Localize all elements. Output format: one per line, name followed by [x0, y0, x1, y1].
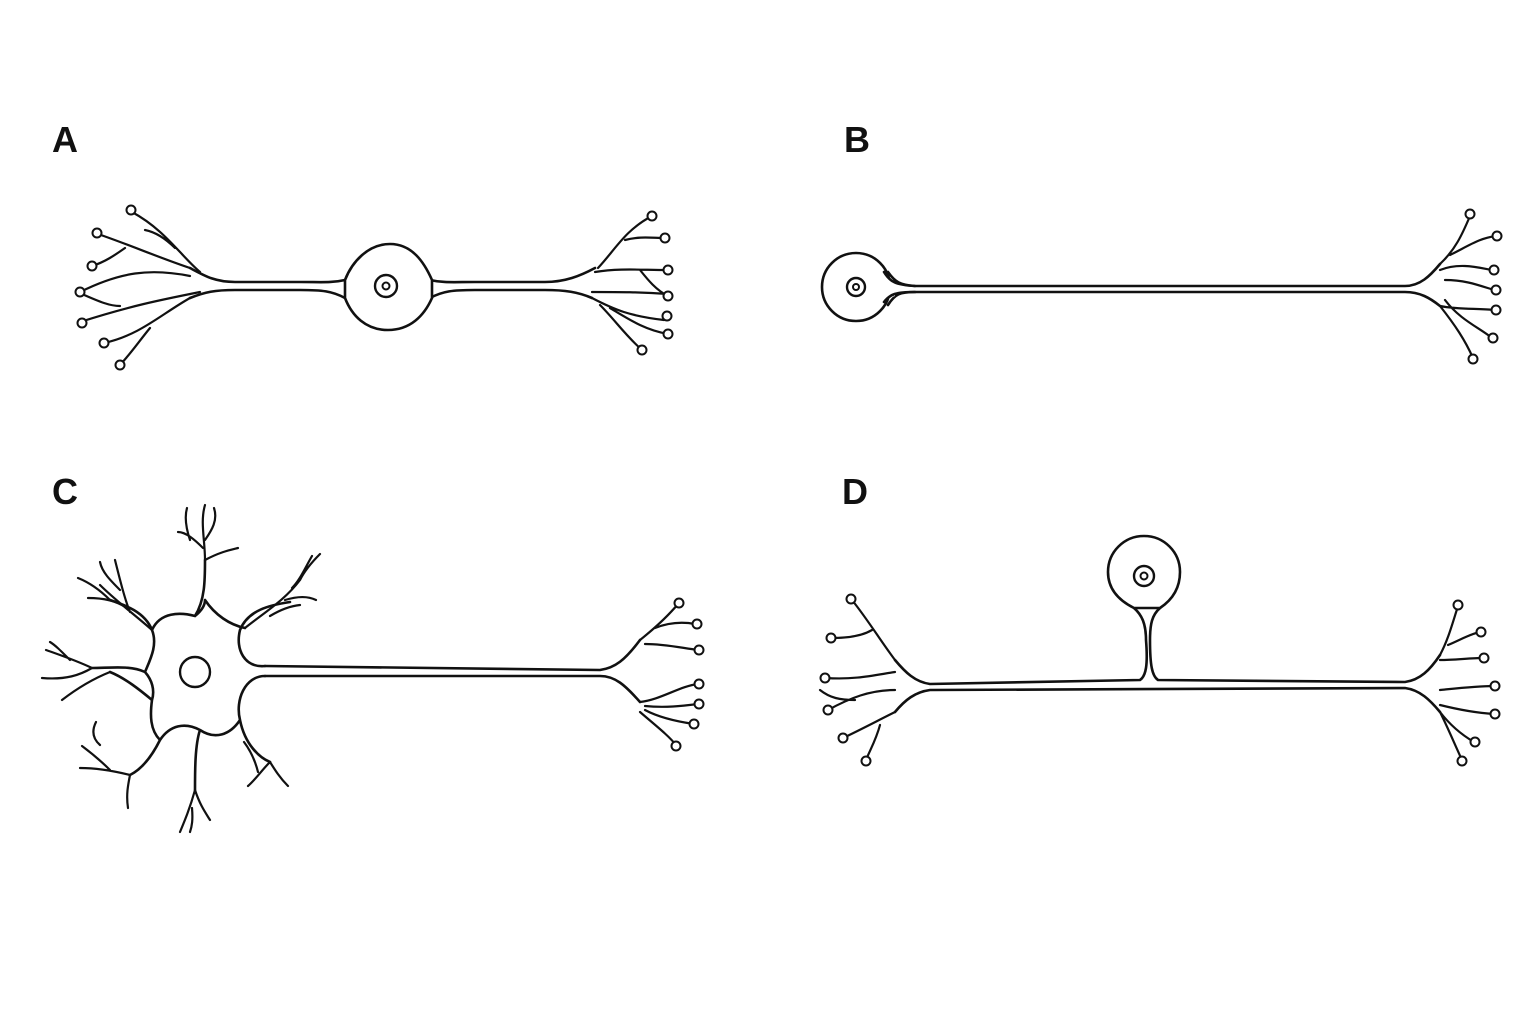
panel-b-neuron	[820, 208, 1503, 365]
panel-c-dendrites	[40, 503, 322, 834]
panel-a-neuron	[74, 204, 674, 371]
panel-c-nucleus	[178, 655, 212, 689]
panel-d-nucleolus	[1139, 571, 1149, 581]
panel-d-terminals	[819, 593, 1501, 767]
panel-a-terminals	[74, 204, 674, 371]
panel-b-terminals	[1464, 208, 1503, 365]
panel-a-nucleolus	[381, 281, 391, 291]
panel-a-right-process	[428, 266, 597, 300]
panel-d-main-process	[893, 606, 1442, 714]
panel-label-d: D	[842, 471, 868, 512]
panel-b-nucleolus	[852, 283, 860, 291]
panel-b-axon	[886, 262, 1442, 308]
panel-d-neuron	[818, 534, 1501, 767]
panel-label-b: B	[844, 119, 870, 160]
panel-c-terminals	[670, 597, 705, 752]
panel-c-neuron	[40, 503, 705, 834]
panel-d-right-branches	[1438, 604, 1496, 762]
panel-b-terminal-branches	[1438, 214, 1498, 360]
panel-a-right-branches	[590, 214, 670, 352]
panel-c-axon-branches	[638, 602, 700, 747]
panel-a-left-process	[188, 266, 347, 300]
panel-d-left-branches	[818, 598, 897, 762]
panel-label-c: C	[52, 471, 78, 512]
panel-label-a: A	[52, 119, 78, 160]
panel-a-left-branches	[78, 210, 202, 367]
panel-b-axon-hillock	[882, 270, 917, 304]
panel-c-axon	[263, 638, 642, 704]
